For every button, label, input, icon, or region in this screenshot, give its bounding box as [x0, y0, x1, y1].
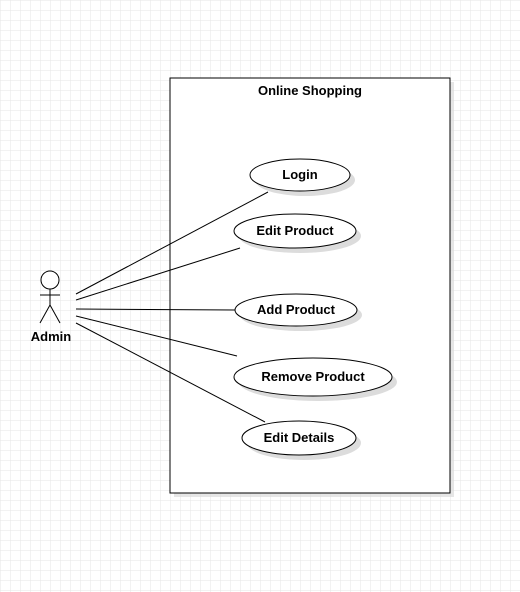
use-case-ellipse[interactable]: [233, 357, 393, 397]
association-remove-product[interactable]: [75, 315, 238, 357]
associations: [75, 191, 269, 423]
use-case-ellipse[interactable]: [241, 420, 357, 456]
use-case-ellipse[interactable]: [234, 293, 358, 327]
use-case-label: Login: [282, 167, 317, 182]
system-title: Online Shopping: [258, 83, 362, 98]
actor-admin[interactable]: Admin: [31, 270, 72, 344]
use-case-remove-product[interactable]: Remove Product: [233, 357, 397, 401]
use-case-label: Remove Product: [261, 369, 365, 384]
use-case-label: Edit Product: [256, 223, 334, 238]
use-case-label: Add Product: [257, 302, 336, 317]
actor-right-leg: [49, 304, 61, 324]
actor-left-leg: [39, 304, 51, 324]
use-case-edit-details[interactable]: Edit Details: [241, 420, 361, 460]
use-case-label: Edit Details: [264, 430, 335, 445]
association-edit-details[interactable]: [75, 322, 266, 423]
use-case-login[interactable]: Login: [249, 158, 355, 196]
use-case-ellipse[interactable]: [233, 213, 357, 249]
use-case-add-product[interactable]: Add Product: [234, 293, 362, 331]
use-case-ellipse[interactable]: [249, 158, 351, 192]
system-boundary[interactable]: Online Shopping: [169, 77, 454, 497]
actor-head: [40, 270, 60, 290]
use-case-edit-product[interactable]: Edit Product: [233, 213, 361, 253]
association-add-product[interactable]: [75, 308, 236, 311]
association-login[interactable]: [75, 191, 269, 295]
actor-name: Admin: [31, 329, 72, 344]
association-edit-product[interactable]: [75, 247, 241, 301]
